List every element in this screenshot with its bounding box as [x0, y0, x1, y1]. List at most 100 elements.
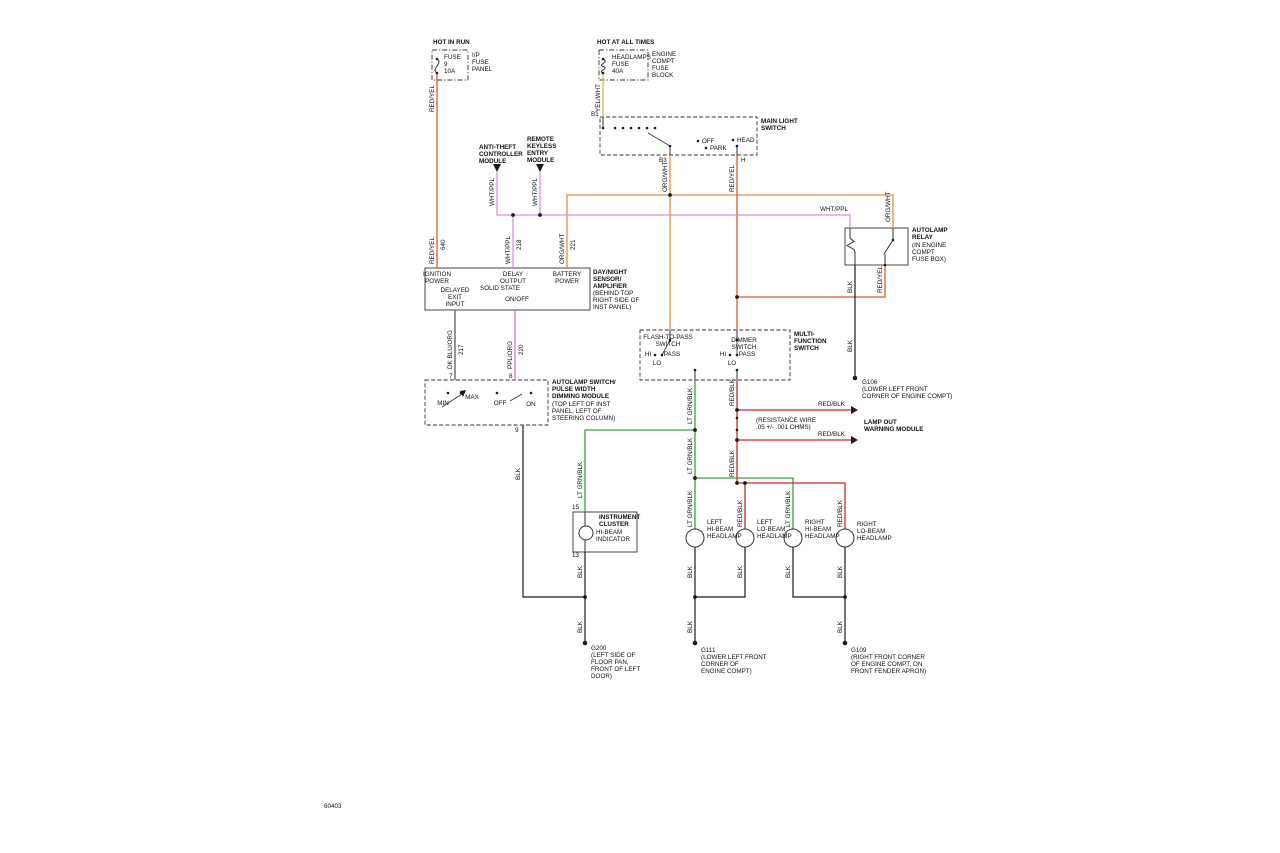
label-dk-blu-org: DK BLU/ORG: [447, 330, 454, 369]
label-b1: B1: [591, 111, 599, 118]
contact-dot: [735, 144, 739, 148]
label-dimmer-switch: DIMMER SWITCH: [731, 337, 757, 351]
right-lobeam-headlamp-symbol: [835, 528, 855, 548]
lampout-arrow-2: [851, 436, 858, 444]
label-org-wht: ORG/WHT: [559, 233, 566, 264]
label-lt-grn-blk: LT GRN/BLK: [687, 437, 694, 474]
wiper-flash-to-pass: [661, 339, 671, 356]
label-pass: PASS: [738, 351, 756, 358]
lampout-arrow-1: [851, 406, 858, 414]
label-220: 220: [518, 344, 525, 355]
label-hot-at-all-times: HOT AT ALL TIMES: [597, 39, 655, 46]
junction-dot: [693, 428, 697, 432]
contact-dot: [735, 428, 739, 432]
label-red-yel: RED/YEL: [429, 85, 436, 112]
label-red-blk: RED/BLK: [729, 450, 736, 477]
label-autolamp-relay: AUTOLAMP RELAY: [912, 227, 948, 241]
wire-blk-autolamp-ground: [522, 425, 585, 598]
label-wht-ppl: WHT/PPL: [505, 236, 512, 264]
label-221: 221: [570, 239, 577, 250]
contact-dot: [693, 368, 697, 372]
label-lt-grn-blk: LT GRN/BLK: [687, 490, 694, 527]
label-lt-grn-blk: LT GRN/BLK: [687, 387, 694, 424]
label-wht-ppl: WHT/PPL: [532, 178, 539, 206]
label-org-wht: ORG/WHT: [885, 191, 892, 222]
label-blk: BLK: [837, 621, 844, 633]
label-lo: LO: [727, 360, 737, 367]
junction-dot: [693, 476, 697, 480]
label-resistance-wire-05-001-ohms: (RESISTANCE WIRE .05 +/- .001 OHMS): [756, 417, 817, 431]
label-right-lo-beam-headlamp: RIGHT LO-BEAM HEADLAMP: [857, 521, 892, 542]
label-delayed-exit-input: DELAYED EXIT INPUT: [440, 287, 470, 308]
junction-dot: [583, 595, 587, 599]
junction-dot: [735, 438, 739, 442]
label-lamp-out-warning-module: LAMP OUT WARNING MODULE: [864, 419, 924, 433]
label-blk: BLK: [847, 281, 854, 293]
contact-dot: [637, 126, 641, 130]
contact-dot: [883, 263, 887, 267]
contact-dot: [446, 391, 450, 395]
label-blk: BLK: [577, 566, 584, 578]
junction-dot: [538, 213, 542, 217]
label-blk: BLK: [837, 566, 844, 578]
label-i-p-fuse-panel: I/P FUSE PANEL: [472, 52, 493, 73]
label-lt-grn-blk: LT GRN/BLK: [577, 461, 584, 498]
label-red-yel: RED/YEL: [877, 266, 884, 293]
junction-dot: [743, 481, 747, 485]
label-multi-function-switch: MULTI- FUNCTION SWITCH: [794, 331, 827, 352]
engine-compt-fuse-block-box: [598, 49, 649, 81]
fuse-9-symbol: [434, 58, 440, 74]
label-640: 640: [440, 239, 447, 250]
contact-dot: [529, 391, 533, 395]
label-solid-state: SOLID STATE: [479, 285, 521, 292]
g200-ground: [582, 640, 588, 646]
label-on-off: ON/OFF: [505, 296, 529, 303]
label-yel-wht: YEL/WHT: [595, 84, 602, 112]
autolamp-relay-box: [844, 227, 909, 266]
label-lo: LO: [652, 360, 662, 367]
g106-ground: [852, 375, 858, 381]
ip-fuse-panel-box: [431, 49, 469, 81]
headlamps-fuse-symbol: [600, 58, 606, 74]
label-battery-power: BATTERY POWER: [552, 271, 582, 285]
label-blk: BLK: [847, 340, 854, 352]
label-red-blk: RED/BLK: [837, 500, 844, 527]
g111-ground: [692, 640, 698, 646]
label-g109-right-front-corner-of-engine-compt-: G109 (RIGHT FRONT CORNER OF ENGINE COMPT…: [851, 647, 927, 675]
contact-dot: [629, 126, 633, 130]
day-night-sensor-amplifier-box: [424, 267, 591, 311]
contact-dot: [735, 338, 739, 342]
label-off: OFF: [702, 138, 715, 145]
junction-dot: [693, 595, 697, 599]
label-head: HEAD: [737, 137, 755, 144]
relay-coil-symbol: [845, 228, 856, 265]
wire-orgwht-battery-relay: [566, 194, 894, 268]
contact-dot: [704, 146, 708, 150]
contact-dot: [601, 71, 605, 75]
contact-dot: [601, 126, 605, 130]
wire-blk-leftlo-ground: [695, 547, 746, 598]
contact-dot: [731, 138, 735, 142]
label-max: MAX: [465, 394, 479, 401]
label-ppl-org: PPL/ORG: [507, 341, 514, 369]
label-min: MIN: [437, 400, 449, 407]
keyless-feed-arrow: [536, 164, 544, 172]
contact-dot: [735, 353, 739, 357]
label-flash-to-pass-switch: FLASH-TO-PASS SWITCH: [643, 334, 693, 348]
diagram-number: 60403: [324, 803, 342, 810]
wire-redyel-relay-output: [737, 265, 886, 298]
junction-dot: [843, 595, 847, 599]
contact-dot: [645, 126, 649, 130]
contact-dot: [601, 57, 605, 61]
contact-dot: [891, 238, 895, 242]
left-hibeam-headlamp-symbol: [685, 528, 705, 548]
wiper-potentiometer: [441, 393, 463, 408]
contact-dot: [621, 126, 625, 130]
label-ignition-power: IGNITION POWER: [423, 271, 451, 285]
label-anti-theft-controller-module: ANTI-THEFT CONTROLLER MODULE: [479, 144, 523, 165]
label-9: 9: [515, 427, 519, 434]
label-218: 218: [516, 239, 523, 250]
label-hi: HI: [719, 351, 727, 358]
label-in-engine-compt-fuse-box: (IN ENGINE COMPT FUSE BOX): [912, 242, 947, 263]
